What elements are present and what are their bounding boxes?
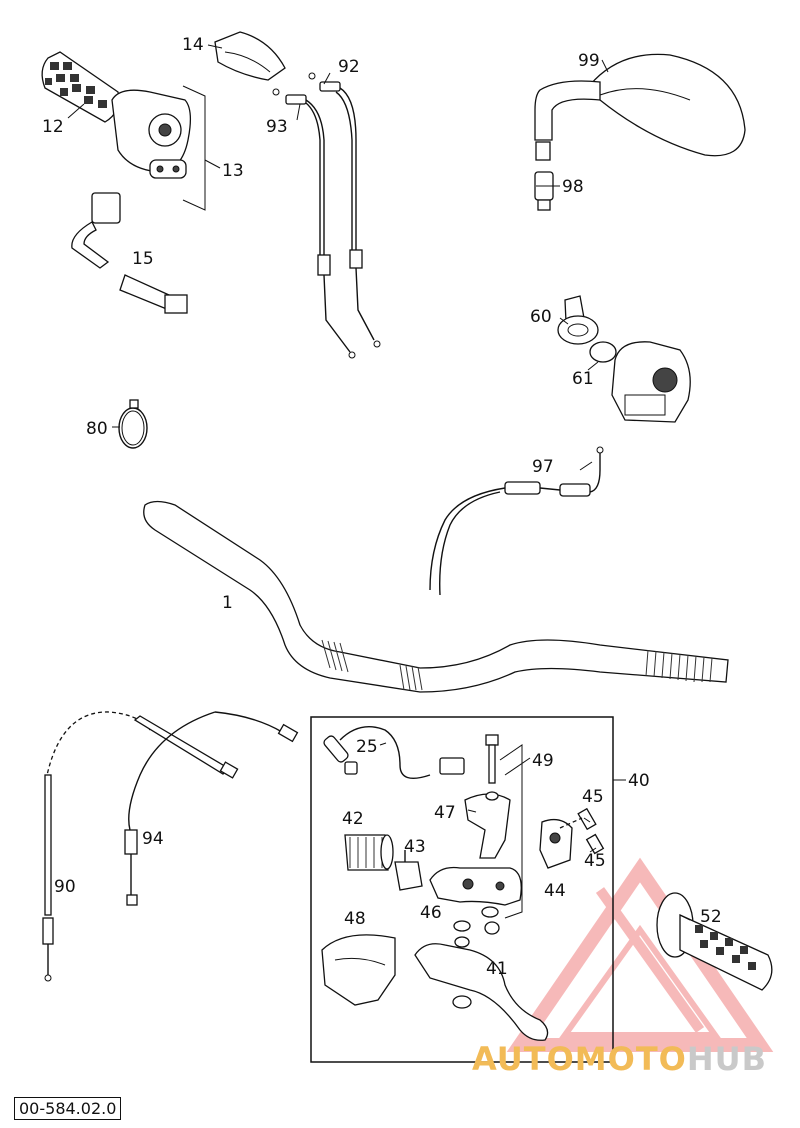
watermark-text: AUTOMOTOHUB	[472, 1040, 767, 1078]
label-42: 42	[342, 809, 364, 829]
label-1: 1	[222, 593, 233, 613]
label-14: 14	[182, 35, 204, 55]
label-43: 43	[404, 837, 426, 857]
bolt-49	[485, 734, 523, 919]
label-90: 90	[54, 877, 76, 897]
clutch-lever-41	[414, 943, 549, 1041]
label-94: 94	[142, 829, 164, 849]
label-13: 13	[222, 161, 244, 181]
bracket-47	[464, 793, 511, 859]
label-15: 15	[132, 249, 154, 269]
throttle-housing	[111, 89, 192, 179]
cable-94	[124, 711, 299, 906]
bolts-45	[559, 807, 605, 855]
sensor-cable-25	[323, 726, 465, 779]
label-60: 60	[530, 307, 552, 327]
label-49: 49	[532, 751, 554, 771]
label-40: 40	[628, 771, 650, 791]
label-97: 97	[532, 457, 554, 477]
adjuster-42	[344, 834, 394, 871]
label-98: 98	[562, 177, 584, 197]
switch-part-15	[71, 192, 188, 314]
throttle-cables	[272, 72, 381, 359]
mirror-adapter-98	[534, 171, 554, 211]
label-93: 93	[266, 117, 288, 137]
throttle-grip	[41, 51, 120, 123]
label-47: 47	[434, 803, 456, 823]
label-41: 41	[486, 959, 508, 979]
label-45-bottom: 45	[584, 851, 606, 871]
washers	[452, 906, 500, 1009]
document-number: 00-584.02.0	[14, 1097, 122, 1120]
grip-52	[656, 892, 773, 991]
label-25: 25	[356, 737, 378, 757]
leader-lines	[67, 44, 691, 921]
clamp-44	[539, 818, 573, 869]
watermark-text-part1: AUTOMOTO	[472, 1040, 687, 1078]
assembly-box-40	[310, 716, 614, 1063]
label-48: 48	[344, 909, 366, 929]
label-12: 12	[42, 117, 64, 137]
cable-clamp-80	[118, 399, 148, 449]
lever-body-46	[429, 866, 522, 906]
adjuster-43	[394, 850, 423, 891]
cable-97	[429, 446, 604, 596]
label-99: 99	[578, 51, 600, 71]
label-52: 52	[700, 907, 722, 927]
label-44: 44	[544, 881, 566, 901]
bracket-13	[182, 85, 206, 211]
cover-48	[321, 934, 396, 1006]
label-61: 61	[572, 369, 594, 389]
mirror	[534, 53, 746, 161]
label-45-top: 45	[582, 787, 604, 807]
handlebar	[143, 500, 729, 693]
switch-housing-60-61	[557, 295, 691, 423]
cover-part-14	[214, 31, 286, 81]
label-46: 46	[420, 903, 442, 923]
label-80: 80	[86, 419, 108, 439]
callout-labels: 12 13 14 15 92 93 99 98 60 61 80 97 1 25…	[42, 35, 722, 979]
label-92: 92	[338, 57, 360, 77]
watermark-text-part2: HUB	[686, 1040, 768, 1078]
